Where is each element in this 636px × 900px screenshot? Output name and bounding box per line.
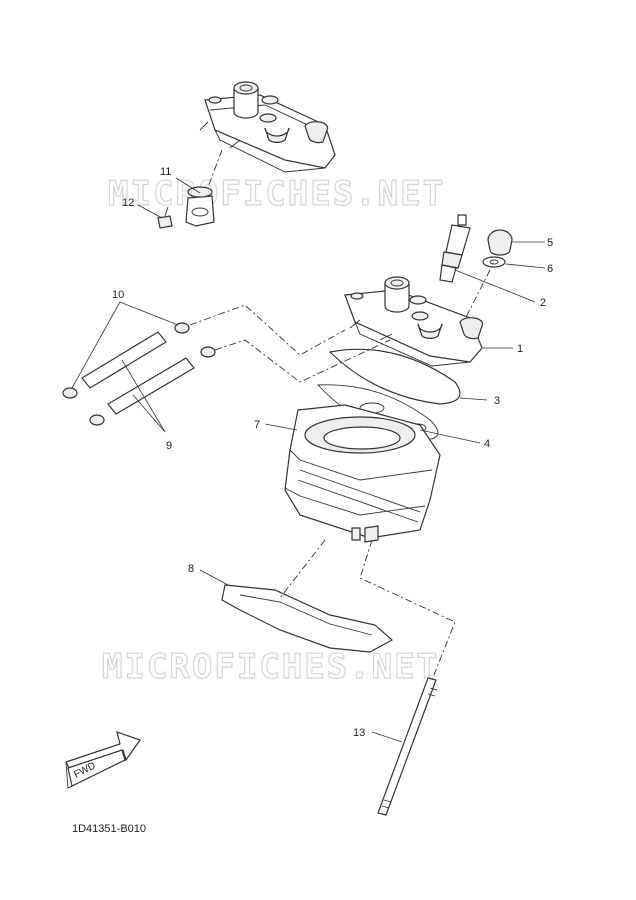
hose-lower-illustration bbox=[107, 357, 195, 415]
thermostat-illustration bbox=[185, 186, 215, 227]
callout-12: 12 bbox=[122, 197, 134, 209]
callout-10: 10 bbox=[112, 289, 124, 301]
stud-dash-line-right bbox=[359, 539, 456, 681]
callout-4: 4 bbox=[484, 438, 490, 450]
washer-illustration bbox=[482, 256, 506, 268]
clamp-dash-line-a bbox=[189, 304, 346, 356]
diagram-code: 1D41351-B010 bbox=[72, 823, 146, 835]
fwd-arrow-icon: FWD bbox=[65, 731, 141, 789]
cylinder-head-upper-illustration bbox=[199, 81, 336, 173]
callout-11: 11 bbox=[160, 166, 171, 178]
stud-bolt-illustration bbox=[377, 677, 438, 816]
callout-5: 5 bbox=[547, 237, 553, 249]
leader-2 bbox=[454, 269, 536, 303]
callout-2: 2 bbox=[540, 297, 546, 309]
callout-13: 13 bbox=[353, 727, 365, 739]
clamp-dash-line-b bbox=[214, 339, 391, 383]
leader-10b bbox=[71, 301, 121, 389]
washer-dash-line bbox=[461, 269, 491, 326]
callout-6: 6 bbox=[547, 263, 553, 275]
base-gasket-inner bbox=[239, 594, 373, 636]
leader-8 bbox=[199, 569, 229, 586]
leader-12 bbox=[137, 204, 163, 219]
callout-7: 7 bbox=[254, 419, 260, 431]
spark-plug-illustration bbox=[439, 214, 471, 283]
watermark-top: MICROFICHES.NET bbox=[108, 174, 445, 214]
leader-7 bbox=[264, 423, 298, 431]
head-gasket-illustration bbox=[328, 348, 461, 405]
base-gasket-illustration bbox=[221, 584, 394, 653]
thermo-dash-line bbox=[204, 149, 223, 196]
leader-13 bbox=[371, 731, 403, 743]
leader-9a bbox=[121, 359, 166, 433]
cylinder-head-main-illustration bbox=[344, 276, 484, 367]
callout-9: 9 bbox=[166, 440, 172, 452]
leader-3 bbox=[459, 397, 488, 401]
stud-dash-line-left bbox=[279, 539, 326, 599]
leader-4 bbox=[419, 429, 481, 444]
leader-6 bbox=[505, 263, 546, 269]
callout-3: 3 bbox=[494, 395, 500, 407]
screw-illustration bbox=[157, 206, 173, 229]
hose-upper-illustration bbox=[81, 331, 167, 389]
leader-9b bbox=[132, 394, 166, 433]
callout-8: 8 bbox=[188, 563, 194, 575]
leader-11 bbox=[175, 177, 201, 194]
watermark-bottom: MICROFICHES.NET bbox=[102, 647, 439, 687]
cylinder-illustration bbox=[284, 404, 441, 543]
callout-1: 1 bbox=[517, 343, 523, 355]
leader-10a bbox=[119, 301, 179, 326]
hose-clamps-illustration bbox=[62, 322, 216, 426]
cap-nut-illustration bbox=[487, 229, 513, 256]
